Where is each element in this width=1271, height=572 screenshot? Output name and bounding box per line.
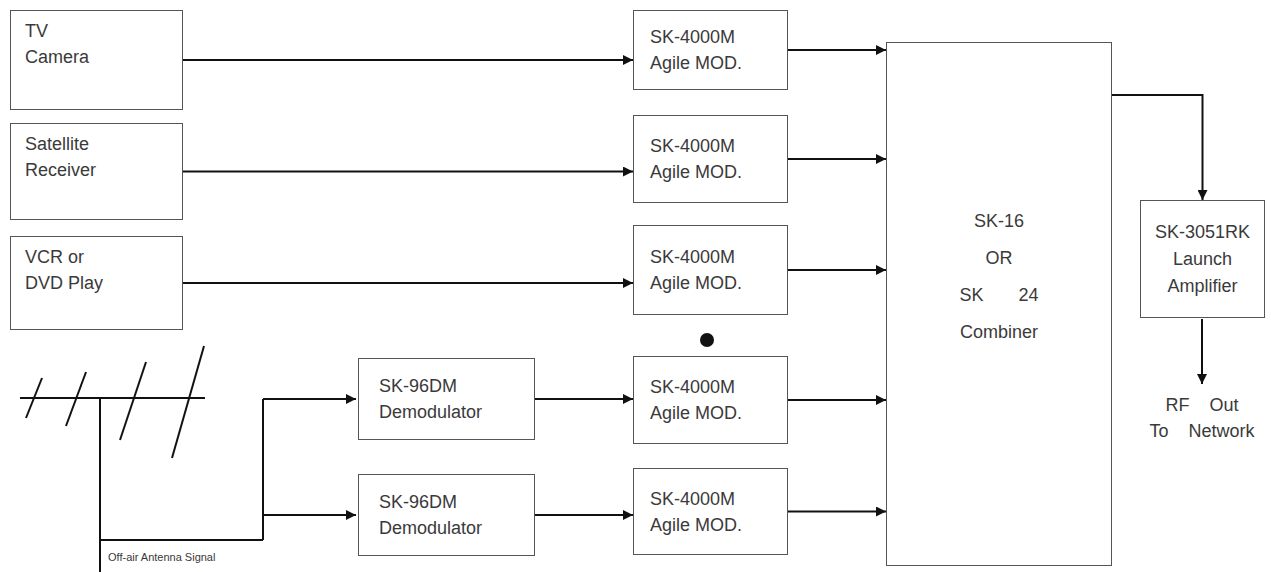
signal-arrow <box>1112 95 1203 200</box>
box-label: SK-96DM Demodulator <box>379 489 503 541</box>
continuation-dot <box>700 333 714 347</box>
antenna-boom <box>20 397 205 399</box>
box-label: SK-3051RK Launch Amplifier <box>1151 219 1255 300</box>
signal-arrow <box>788 158 886 160</box>
modulator-box: SK-4000M Agile MOD. <box>633 225 788 315</box>
demodulator-box: SK-96DM Demodulator <box>358 474 535 556</box>
antenna-mast <box>99 398 101 572</box>
box-label: SK-4000M Agile MOD. <box>650 244 762 296</box>
amplifier-box: SK-3051RK Launch Amplifier <box>1140 200 1265 318</box>
box-label: SK-4000M Agile MOD. <box>650 374 762 426</box>
feed-line <box>262 399 264 540</box>
signal-arrow <box>535 514 633 516</box>
signal-arrow <box>183 171 633 173</box>
antenna-element <box>66 372 86 426</box>
signal-arrow <box>788 399 886 401</box>
modulator-box: SK-4000M Agile MOD. <box>633 468 788 555</box>
antenna-label: Off-air Antenna Signal <box>108 550 308 564</box>
antenna-element <box>172 346 204 458</box>
box-label: SK-96DM Demodulator <box>379 373 503 425</box>
box-label: Satellite Receiver <box>25 131 107 183</box>
feed-arrow <box>263 398 356 400</box>
source-box: TV Camera <box>10 10 183 110</box>
antenna-element <box>120 362 146 440</box>
output-arrow <box>1201 319 1203 384</box>
box-label: SK-16 OR SK 24 Combiner <box>958 203 1040 351</box>
box-label: VCR or DVD Play <box>25 244 107 296</box>
modulator-box: SK-4000M Agile MOD. <box>633 356 788 444</box>
demodulator-box: SK-96DM Demodulator <box>358 358 535 440</box>
combiner-box: SK-16 OR SK 24 Combiner <box>886 42 1112 566</box>
box-label: SK-4000M Agile MOD. <box>650 24 762 76</box>
modulator-box: SK-4000M Agile MOD. <box>633 115 788 203</box>
signal-arrow <box>183 282 633 284</box>
output-label: RF Out To Network <box>1147 392 1257 444</box>
source-box: VCR or DVD Play <box>10 236 183 330</box>
box-label: SK-4000M Agile MOD. <box>650 133 762 185</box>
box-label: SK-4000M Agile MOD. <box>650 486 762 538</box>
feed-line <box>100 539 263 541</box>
source-box: Satellite Receiver <box>10 123 183 220</box>
modulator-box: SK-4000M Agile MOD. <box>633 10 788 90</box>
signal-arrow <box>788 49 886 51</box>
signal-arrow <box>183 59 633 61</box>
signal-arrow <box>535 398 633 400</box>
signal-arrow <box>788 511 886 513</box>
feed-arrow <box>263 514 356 516</box>
box-label: TV Camera <box>25 18 107 70</box>
signal-arrow <box>788 269 886 271</box>
antenna-element <box>26 378 42 418</box>
